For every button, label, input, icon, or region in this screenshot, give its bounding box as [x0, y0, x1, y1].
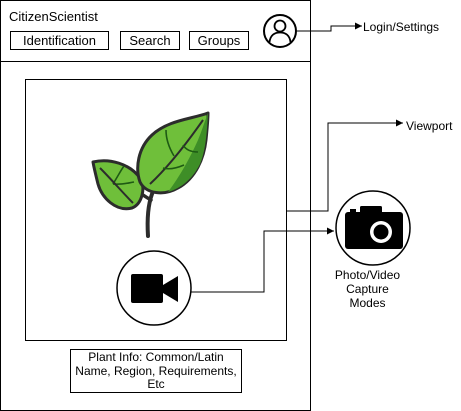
- viewport-annotation: Viewport: [406, 119, 453, 133]
- login-settings-annotation: Login/Settings: [363, 20, 440, 34]
- groups-button[interactable]: Groups: [189, 31, 249, 50]
- identification-button[interactable]: Identification: [10, 31, 109, 50]
- login-connector: [297, 22, 362, 32]
- capture-modes-line1: Photo/Video: [334, 268, 401, 282]
- search-button[interactable]: Search: [120, 31, 180, 50]
- leaf-sprout-icon: [91, 111, 210, 238]
- viewport-connector: [287, 119, 403, 212]
- user-icon[interactable]: [263, 14, 297, 48]
- header-divider: [0, 61, 311, 62]
- capture-modes-line2: Capture: [346, 282, 389, 296]
- plant-info-box: Plant Info: Common/Latin Name, Region, R…: [70, 349, 242, 393]
- photo-camera-icon: [335, 190, 411, 266]
- video-camera-icon[interactable]: [116, 250, 192, 326]
- capture-connector: [191, 227, 334, 293]
- app-title: CitizenScientist: [9, 9, 98, 24]
- capture-modes-line3: Modes: [349, 296, 386, 310]
